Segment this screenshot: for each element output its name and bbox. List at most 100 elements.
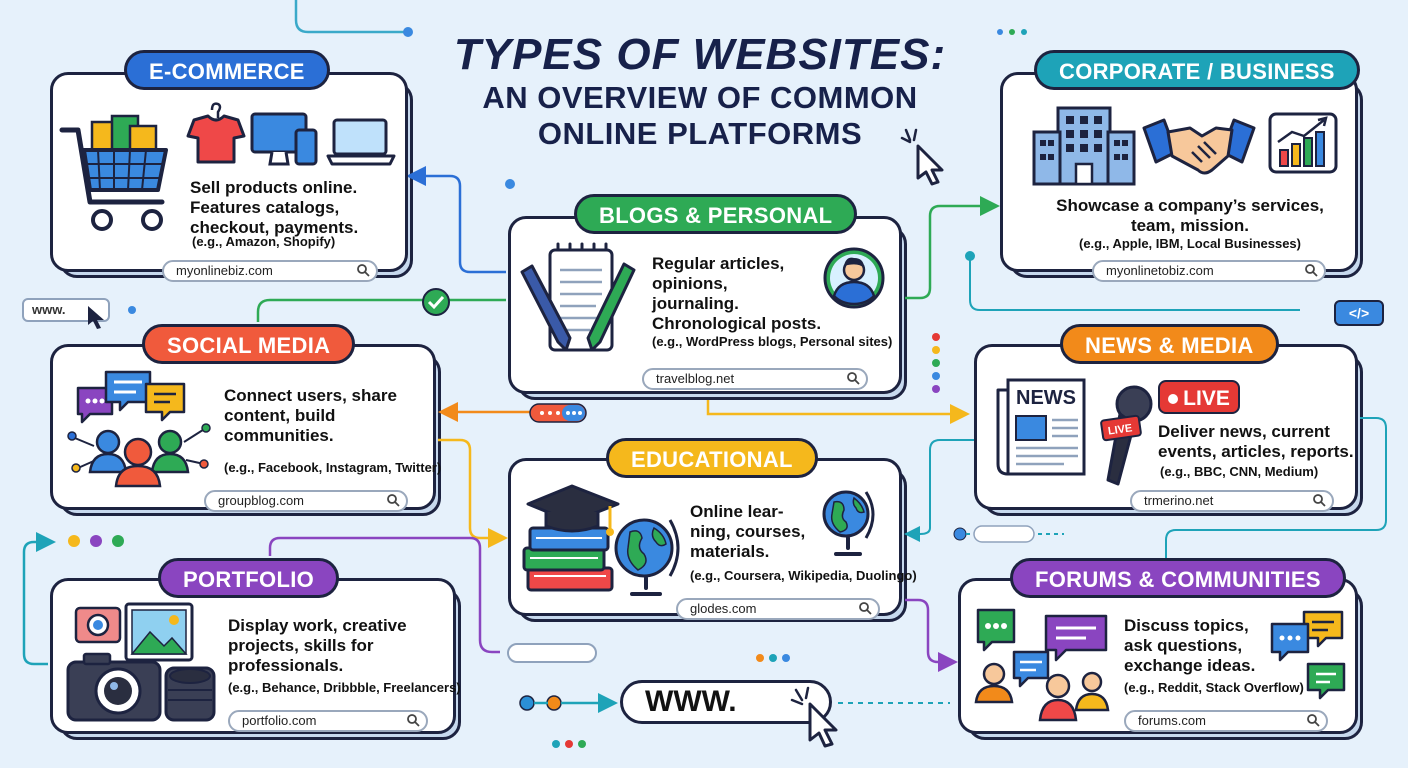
title-line-2: AN OVERVIEW OF COMMON bbox=[482, 80, 918, 115]
cursor-icon bbox=[900, 128, 944, 186]
corporate-desc-line: team, mission. bbox=[1130, 216, 1250, 235]
forum-chat-icon bbox=[974, 608, 1110, 722]
ecommerce-url-text: myonlinebiz.com bbox=[176, 263, 273, 278]
label-ecommerce: E-COMMERCE bbox=[124, 50, 330, 90]
news-url-bar[interactable]: trmerino.net bbox=[1130, 490, 1334, 512]
portfolio-desc-line: professionals. bbox=[228, 656, 344, 675]
label-forums: FORUMS & COMMUNITIES bbox=[1010, 558, 1346, 598]
educational-desc-line: ning, courses, bbox=[690, 522, 806, 541]
books-graduation-cap-icon bbox=[522, 484, 620, 592]
news-examples: (e.g., BBC, CNN, Medium) bbox=[1160, 464, 1319, 479]
search-icon bbox=[1313, 494, 1326, 507]
title-line-3: ONLINE PLATFORMS bbox=[537, 116, 863, 151]
blogs-desc-line: journaling. bbox=[652, 294, 739, 313]
monitor-icon bbox=[250, 112, 318, 166]
chat-bubbles-icon bbox=[67, 370, 211, 488]
blogs-url-text: travelblog.net bbox=[656, 371, 735, 386]
news-desc-line: events, articles, reports. bbox=[1158, 442, 1354, 461]
forums-examples: (e.g., Reddit, Stack Overflow) bbox=[1124, 680, 1304, 695]
search-icon bbox=[859, 602, 872, 615]
shirt-icon bbox=[186, 102, 246, 164]
label-corporate: CORPORATE / BUSINESS bbox=[1034, 50, 1360, 90]
live-badge: LIVE bbox=[1158, 380, 1240, 414]
newspaper-icon: NEWS bbox=[996, 378, 1086, 476]
shopping-cart-icon bbox=[59, 114, 168, 231]
blogs-desc-line: Chronological posts. bbox=[652, 314, 822, 333]
live-badge-text: LIVE bbox=[1183, 387, 1230, 410]
search-icon bbox=[847, 372, 860, 385]
forums-desc-line: Discuss topics, bbox=[1124, 616, 1249, 635]
social-url-text: groupblog.com bbox=[218, 493, 304, 508]
handshake-icon bbox=[1142, 118, 1256, 175]
portfolio-desc-line: Display work, creative bbox=[228, 616, 407, 635]
label-educational: EDUCATIONAL bbox=[606, 438, 818, 478]
code-badge: </> bbox=[1334, 300, 1384, 326]
ecommerce-examples: (e.g., Amazon, Shopify) bbox=[192, 234, 336, 249]
portfolio-examples: (e.g., Behance, Dribbble, Freelancers) bbox=[228, 680, 461, 695]
search-icon bbox=[387, 494, 400, 507]
blogs-desc-line: Regular articles, bbox=[652, 254, 785, 273]
corporate-examples: (e.g., Apple, IBM, Local Businesses) bbox=[1078, 236, 1301, 251]
page-title: TYPES OF WEBSITES: AN OVERVIEW OF COMMON… bbox=[440, 30, 960, 152]
microphone-icon: LIVE bbox=[1100, 385, 1153, 486]
ecommerce-desc-line: checkout, payments. bbox=[190, 218, 359, 237]
corporate-url-bar[interactable]: myonlinetobiz.com bbox=[1092, 260, 1326, 282]
educational-url-text: glodes.com bbox=[690, 601, 757, 616]
building-icon bbox=[1032, 106, 1136, 186]
social-url-bar[interactable]: groupblog.com bbox=[204, 490, 408, 512]
ecommerce-description: Sell products online. Features catalogs,… bbox=[190, 178, 358, 238]
portfolio-url-bar[interactable]: portfolio.com bbox=[228, 710, 428, 732]
www-small-text: www. bbox=[32, 302, 66, 317]
portfolio-url-text: portfolio.com bbox=[242, 713, 317, 728]
forums-url-bar[interactable]: forums.com bbox=[1124, 710, 1328, 732]
label-social: SOCIAL MEDIA bbox=[142, 324, 356, 364]
forums-description: Discuss topics, ask questions, exchange … bbox=[1124, 616, 1255, 676]
notepad-pens-icon bbox=[520, 242, 636, 352]
user-avatar-icon bbox=[823, 247, 885, 309]
forums-desc-line: exchange ideas. bbox=[1124, 656, 1256, 675]
search-icon bbox=[1305, 264, 1318, 277]
blogs-desc-line: opinions, bbox=[652, 274, 728, 293]
educational-url-bar[interactable]: glodes.com bbox=[676, 598, 880, 620]
forums-url-text: forums.com bbox=[1138, 713, 1206, 728]
globe-icon bbox=[614, 518, 680, 596]
growth-chart-icon bbox=[1268, 112, 1338, 174]
social-description: Connect users, share content, build comm… bbox=[224, 386, 397, 446]
educational-desc-line: materials. bbox=[690, 542, 770, 561]
corporate-desc-line: Showcase a company’s services, bbox=[1056, 196, 1324, 215]
news-description: Deliver news, current events, articles, … bbox=[1158, 422, 1354, 462]
ecommerce-desc-line: Sell products online. bbox=[190, 178, 358, 197]
social-desc-line: content, build bbox=[224, 406, 336, 425]
social-desc-line: communities. bbox=[224, 426, 334, 445]
corporate-url-text: myonlinetobiz.com bbox=[1106, 263, 1214, 278]
globe-icon bbox=[822, 490, 875, 556]
ecommerce-url-bar[interactable]: myonlinebiz.com bbox=[162, 260, 378, 282]
laptop-icon bbox=[326, 118, 396, 166]
label-portfolio: PORTFOLIO bbox=[158, 558, 340, 598]
newspaper-heading: NEWS bbox=[1016, 387, 1076, 409]
blogs-examples: (e.g., WordPress blogs, Personal sites) bbox=[652, 334, 893, 349]
live-dot-icon bbox=[1168, 394, 1179, 404]
blogs-url-bar[interactable]: travelblog.net bbox=[642, 368, 868, 390]
cursor-icon bbox=[790, 686, 838, 748]
code-badge-text: </> bbox=[1348, 305, 1370, 321]
blogs-description: Regular articles, opinions, journaling. … bbox=[652, 254, 821, 334]
chat-bubbles-icon bbox=[1270, 610, 1346, 700]
portfolio-desc-line: projects, skills for bbox=[228, 636, 374, 655]
social-examples: (e.g., Facebook, Instagram, Twitter) bbox=[224, 460, 442, 475]
forums-desc-line: ask questions, bbox=[1124, 636, 1243, 655]
news-url-text: trmerino.net bbox=[1144, 493, 1214, 508]
mic-label: LIVE bbox=[1107, 422, 1133, 437]
search-icon bbox=[357, 264, 370, 277]
news-desc-line: Deliver news, current bbox=[1158, 422, 1330, 441]
corporate-description: Showcase a company’s services, team, mis… bbox=[1030, 196, 1350, 236]
cursor-icon bbox=[88, 306, 104, 329]
search-icon bbox=[1307, 714, 1320, 727]
educational-desc-line: Online lear- bbox=[690, 502, 784, 521]
title-line-1: TYPES OF WEBSITES: bbox=[453, 30, 947, 79]
social-desc-line: Connect users, share bbox=[224, 386, 397, 405]
educational-description: Online lear- ning, courses, materials. bbox=[690, 502, 805, 562]
search-icon bbox=[407, 714, 420, 727]
